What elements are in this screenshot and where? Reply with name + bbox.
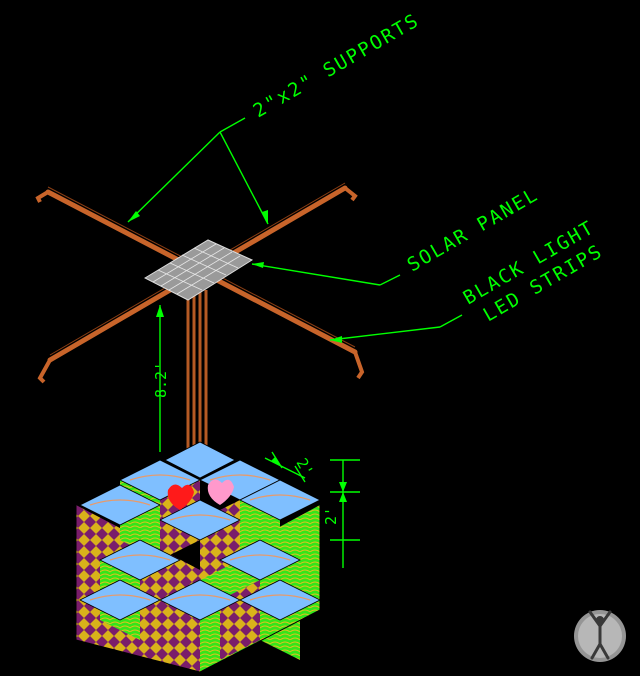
supports-label: 2"x2" SUPPORTS <box>250 9 424 122</box>
cube-width-label: 2' <box>293 455 318 480</box>
pink-heart-icon <box>207 479 234 505</box>
cube-structure <box>75 441 321 673</box>
red-heart-icon <box>167 484 194 510</box>
height-dimension-label: 8.2' <box>152 362 170 398</box>
solar-panel <box>143 239 254 301</box>
annotation-leaders <box>127 117 463 568</box>
person-in-circle-icon <box>574 610 626 662</box>
cube-height-label: 2' <box>322 507 340 525</box>
center-pole <box>186 290 208 462</box>
